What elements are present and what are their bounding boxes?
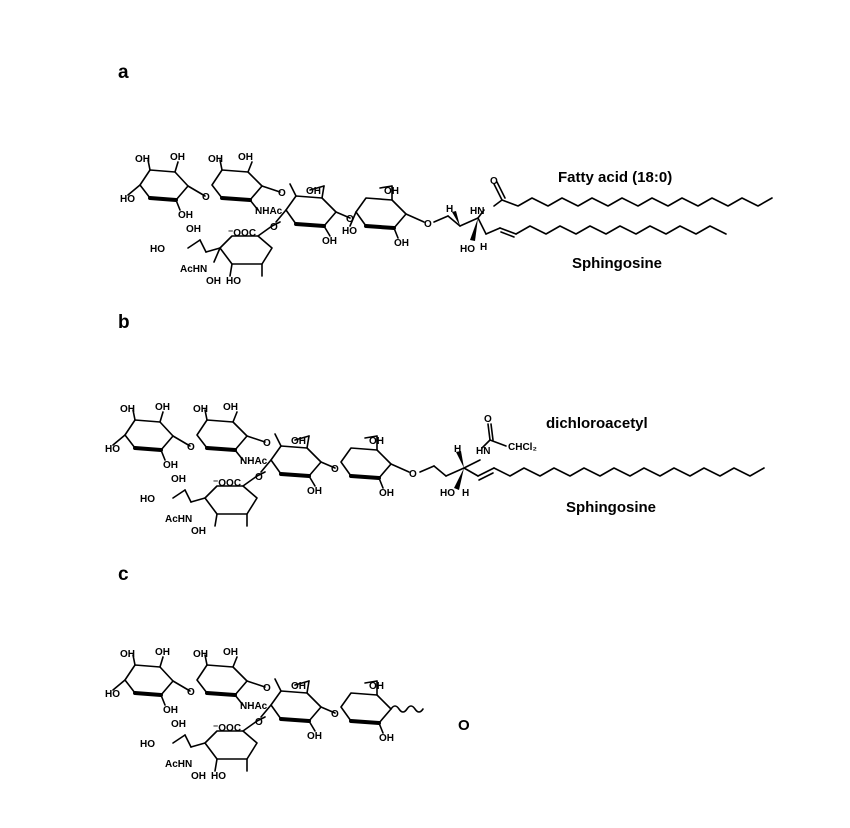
atom-label: OH: [178, 210, 193, 221]
atom-label: O: [187, 442, 195, 453]
atom-label: OH: [163, 460, 178, 471]
atom-label: H: [454, 444, 461, 455]
atom-label: O: [346, 214, 354, 225]
galactose-internal-ring: [275, 183, 351, 237]
glucose-ring: [349, 185, 425, 239]
ganglioside-headgroup-b: OH OH HO OH O OH OH NHAc O OH OH O: [105, 402, 417, 537]
panel-label-a: a: [118, 62, 129, 83]
panel-a: a OH OH HO OH O: [118, 62, 773, 287]
atom-label: OH: [208, 154, 223, 165]
atom-label: AcHN: [165, 514, 192, 525]
atom-label: OH: [120, 404, 135, 415]
atom-label: O: [255, 717, 263, 728]
atom-label: HO: [105, 689, 120, 700]
atom-label: OH: [155, 402, 170, 413]
panel-label-c: c: [118, 564, 129, 585]
ganglioside-headgroup-c: OH OH HO OH O OH OH NHAc O OH OH O: [105, 647, 424, 782]
atom-label: O: [263, 438, 271, 449]
atom-label: OH: [369, 681, 384, 692]
atom-label: HN: [476, 446, 490, 457]
galactose-ring: [127, 159, 206, 211]
atom-label: OH: [394, 238, 409, 249]
sialic-acid-ring: [187, 221, 281, 277]
atom-label: HO: [211, 771, 226, 782]
atom-label: OH: [384, 186, 399, 197]
atom-label: O: [270, 222, 278, 233]
atom-label: O: [278, 188, 286, 199]
panel-b: b OH OH HO OH O OH OH NHAc O: [105, 312, 765, 537]
atom-label: OH: [191, 526, 206, 537]
atom-label: OH: [186, 224, 201, 235]
atom-label: O: [202, 192, 210, 203]
atom-label: H: [446, 204, 453, 215]
atom-label: ⁻OOC: [228, 228, 256, 239]
atom-label: OH: [223, 647, 238, 658]
atom-label: OH: [223, 402, 238, 413]
atom-label: OH: [291, 681, 306, 692]
fatty-acid-label: Fatty acid (18:0): [558, 169, 672, 186]
atom-label: OH: [306, 186, 321, 197]
atom-label: AcHN: [165, 759, 192, 770]
atom-label: ⁻OOC: [213, 478, 241, 489]
atom-label: NHAc: [240, 456, 268, 467]
atom-label: O: [490, 176, 498, 187]
atom-label: OH: [379, 733, 394, 744]
atom-label: OH: [191, 771, 206, 782]
atom-label: OH: [379, 488, 394, 499]
atom-label: OH: [171, 719, 186, 730]
atom-label: O: [255, 472, 263, 483]
ceramide-b: [419, 423, 765, 490]
atom-label: HO: [140, 494, 155, 505]
terminal-o-label: O: [458, 717, 470, 734]
atom-label: ⁻OOC: [213, 723, 241, 734]
atom-label: OH: [171, 474, 186, 485]
atom-label: OH: [163, 705, 178, 716]
galnac-ring: [211, 159, 281, 211]
atom-label: O: [263, 683, 271, 694]
atom-label: HO: [120, 194, 135, 205]
atom-label: OH: [120, 649, 135, 660]
dichloroacetyl-label: dichloroacetyl: [546, 415, 648, 432]
atom-label: OH: [307, 486, 322, 497]
atom-label: OH: [206, 276, 221, 287]
atom-label: NHAc: [240, 701, 268, 712]
sphingosine-label-b: Sphingosine: [566, 499, 656, 516]
panel-label-b: b: [118, 312, 130, 333]
atom-label: HO: [342, 226, 357, 237]
atom-label: OH: [307, 731, 322, 742]
atom-label: OH: [322, 236, 337, 247]
sphingosine-label-a: Sphingosine: [572, 255, 662, 272]
atom-label: OH: [135, 154, 150, 165]
atom-label: HO: [226, 276, 241, 287]
atom-label: O: [424, 219, 432, 230]
atom-label: OH: [155, 647, 170, 658]
atom-label: HO: [150, 244, 165, 255]
atom-label: O: [187, 687, 195, 698]
atom-label: HO: [460, 244, 475, 255]
atom-label: O: [331, 709, 339, 720]
atom-label: H: [462, 488, 469, 499]
atom-label: OH: [193, 404, 208, 415]
atom-label: HO: [140, 739, 155, 750]
atom-label: O: [484, 414, 492, 425]
chcl2-label: CHCl₂: [508, 442, 537, 453]
atom-label: OH: [369, 436, 384, 447]
ganglioside-headgroup-a: OH OH HO OH O OH OH NHAc O: [120, 152, 432, 287]
atom-label: H: [480, 242, 487, 253]
atom-label: OH: [291, 436, 306, 447]
atom-label: NHAc: [255, 206, 283, 217]
atom-label: O: [331, 464, 339, 475]
atom-label: OH: [193, 649, 208, 660]
atom-label: AcHN: [180, 264, 207, 275]
ceramide-a: [433, 181, 773, 241]
atom-label: O: [409, 469, 417, 480]
atom-label: OH: [170, 152, 185, 163]
atom-label: OH: [238, 152, 253, 163]
atom-label: HN: [470, 206, 484, 217]
atom-label: HO: [105, 444, 120, 455]
panel-c: c OH OH HO OH O OH OH NHAc O: [105, 564, 470, 782]
atom-label: HO: [440, 488, 455, 499]
